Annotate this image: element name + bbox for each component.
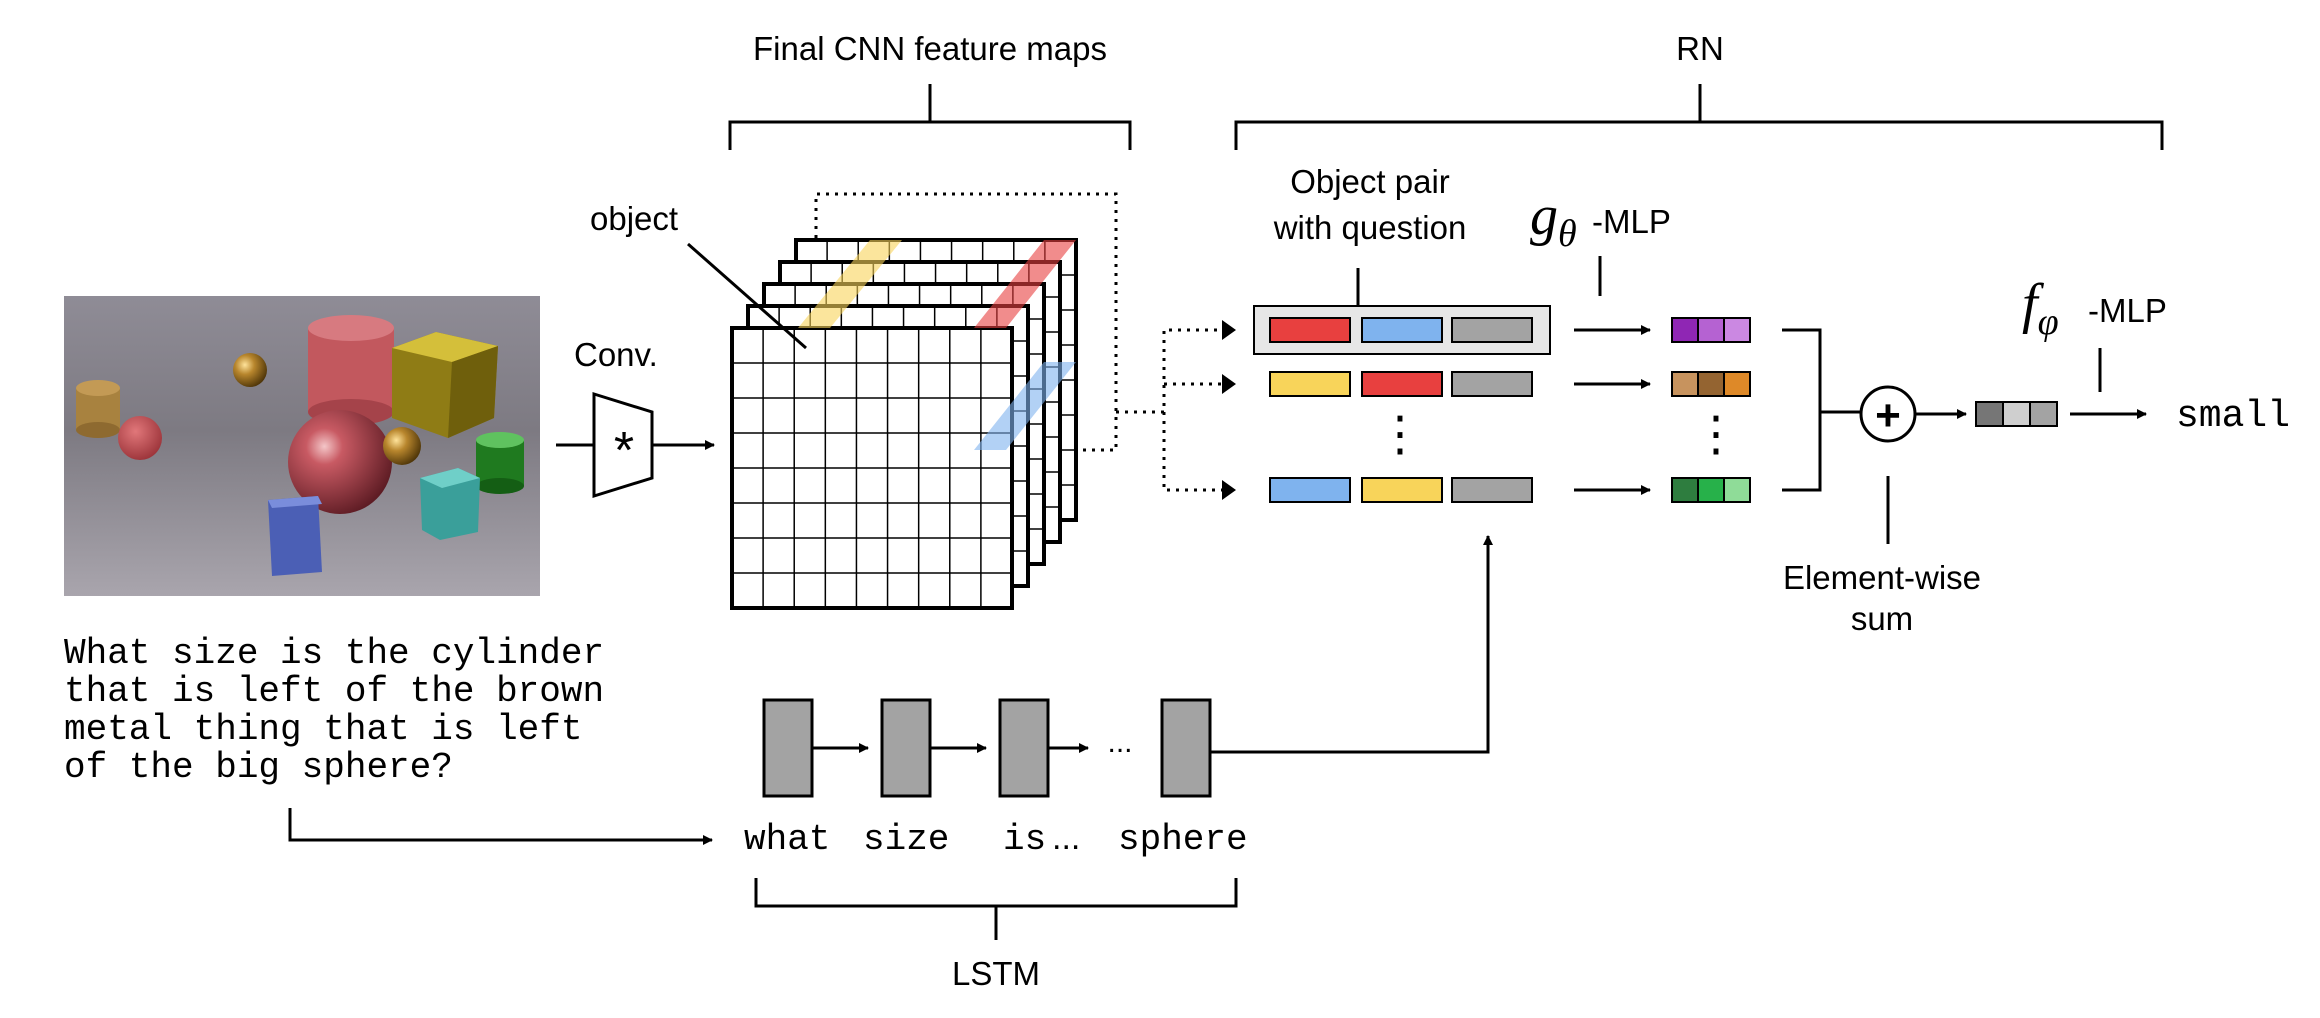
lstm-label: LSTM xyxy=(952,955,1040,992)
object-highlight-blue xyxy=(974,362,1076,450)
g-output-vector xyxy=(1671,317,1751,343)
feature-map-grid xyxy=(732,328,1012,608)
lstm-token: sphere xyxy=(1118,819,1248,860)
object-pair-connectors xyxy=(1116,328,1226,492)
dotted-feature-map xyxy=(814,192,1118,452)
question-line: metal thing that is left xyxy=(64,709,582,750)
lstm-token: size xyxy=(863,819,949,860)
g-output-cell xyxy=(1723,317,1751,343)
g-output-vector xyxy=(1671,371,1751,397)
g-mlp-arrows xyxy=(1574,325,1651,495)
question-text: What size is the cylinder that is left o… xyxy=(64,633,604,788)
rn-bracket xyxy=(1234,84,2164,150)
gold-sphere xyxy=(233,353,267,387)
question-line: of the big sphere? xyxy=(64,747,453,788)
pair-cell xyxy=(1361,371,1443,397)
element-wise-label-line2: sum xyxy=(1851,600,1913,637)
lstm-token: ... xyxy=(1052,819,1080,857)
big-red-sphere xyxy=(288,410,392,514)
pair-label-line1: Object pair xyxy=(1290,163,1450,200)
f-input-vector xyxy=(1975,401,2058,427)
object-pointer-line xyxy=(687,242,807,350)
lstm-cell xyxy=(1160,698,1212,798)
feature-map xyxy=(730,326,1014,610)
g-output-vector xyxy=(1671,477,1751,503)
g-theta-symbol: gθ xyxy=(1530,185,1577,255)
object-highlight-red xyxy=(974,240,1076,328)
g-outputs xyxy=(1671,317,1751,503)
object-pair-vector xyxy=(1269,477,1533,503)
pair-cell xyxy=(1451,371,1533,397)
rn-title: RN xyxy=(1676,30,1724,67)
lstm-cell xyxy=(998,698,1050,798)
lstm-token-row: what size is ... sphere xyxy=(744,819,1248,860)
brown-sphere xyxy=(383,427,421,465)
pair-cell xyxy=(1451,317,1533,343)
question-line: What size is the cylinder xyxy=(64,633,604,674)
scene-image xyxy=(64,296,540,596)
pair-cell xyxy=(1451,477,1533,503)
conv-trapezoid xyxy=(592,391,654,499)
lstm-cell xyxy=(880,698,932,798)
green-cylinder xyxy=(476,432,524,494)
sum-input-bracket xyxy=(1782,328,1862,492)
conv-symbol: * xyxy=(614,422,634,480)
f-input-cell xyxy=(1975,401,2004,427)
blue-cube xyxy=(268,496,322,576)
lstm-ellipsis: ... xyxy=(1107,726,1132,759)
g-output-cell xyxy=(1671,317,1699,343)
g-output-cell xyxy=(1723,477,1751,503)
lstm-cell xyxy=(762,698,814,798)
yellow-cube xyxy=(392,332,498,438)
connector-arrowheads xyxy=(1222,320,1236,500)
pair-cell xyxy=(1361,317,1443,343)
object-label: object xyxy=(590,200,678,237)
pair-cell xyxy=(1269,317,1351,343)
cnn-title: Final CNN feature maps xyxy=(753,30,1107,67)
lstm-token: what xyxy=(744,819,830,860)
cyan-cube xyxy=(420,468,480,540)
pair-label-line2: with question xyxy=(1273,209,1467,246)
pair-cell xyxy=(1361,477,1443,503)
cnn-bracket xyxy=(728,84,1132,150)
g-output-cell xyxy=(1697,371,1725,397)
g-output-cell xyxy=(1697,317,1725,343)
question-line: that is left of the brown xyxy=(64,671,604,712)
conv-label: Conv. xyxy=(574,336,658,373)
f-phi-symbol: fφ xyxy=(2022,273,2059,343)
lstm-bracket xyxy=(754,878,1238,940)
lstm-to-pairs-arrow xyxy=(1210,535,1493,754)
g-mlp-label: -MLP xyxy=(1592,203,1671,240)
f-mlp-label: -MLP xyxy=(2088,292,2167,329)
object-pair-vector xyxy=(1269,317,1533,343)
object-highlight-yellow xyxy=(798,240,902,328)
pair-cell xyxy=(1269,371,1351,397)
g-output-cell xyxy=(1723,371,1751,397)
lstm-token: is xyxy=(1003,819,1046,860)
sum-symbol: + xyxy=(1875,391,1901,440)
lstm-cells xyxy=(762,698,1212,798)
f-input-cell xyxy=(2029,401,2058,427)
g-output-cell xyxy=(1671,477,1699,503)
question-to-lstm-arrow xyxy=(288,808,713,845)
element-wise-label-line1: Element-wise xyxy=(1783,559,1981,596)
pairs-vertical-ellipsis: ⋮ xyxy=(1376,408,1424,461)
brown-cylinder xyxy=(76,380,120,438)
small-red-sphere xyxy=(118,416,162,460)
g-output-cell xyxy=(1671,371,1699,397)
object-pair-vector xyxy=(1269,371,1533,397)
answer-text: small xyxy=(2176,395,2290,438)
object-pairs xyxy=(1269,317,1533,503)
pair-cell xyxy=(1269,477,1351,503)
outputs-vertical-ellipsis: ⋮ xyxy=(1692,408,1740,461)
f-input-cell xyxy=(2002,401,2031,427)
feature-map-stack xyxy=(730,238,1078,610)
red-cylinder xyxy=(308,315,394,425)
g-output-cell xyxy=(1697,477,1725,503)
